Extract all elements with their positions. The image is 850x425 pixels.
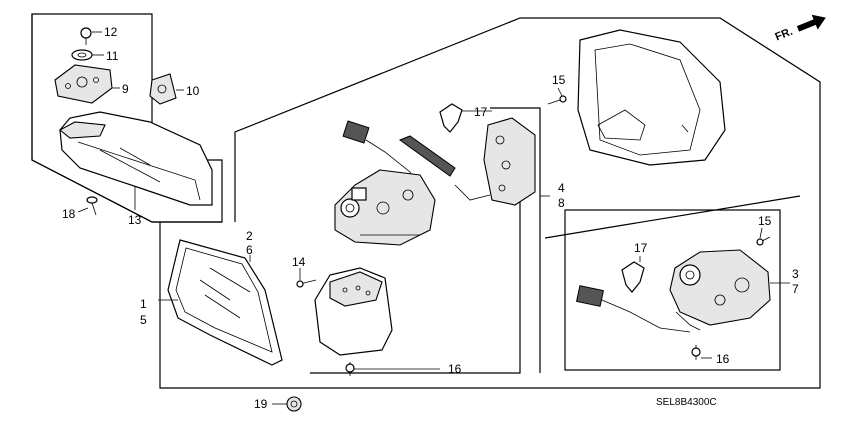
cover-10	[149, 73, 177, 105]
screw-18	[86, 196, 98, 216]
callout-10: 10	[186, 84, 200, 98]
leader-15-inset	[759, 227, 763, 239]
front-direction-arrow: FR.	[774, 14, 826, 44]
callout-5: 5	[140, 313, 147, 327]
grommet-tube	[398, 135, 456, 177]
callout-16-lower: 16	[448, 362, 462, 376]
power-actuator-3-7	[669, 249, 771, 331]
callout-11: 11	[106, 49, 119, 63]
callout-16-inset: 16	[716, 352, 730, 366]
power-actuator-inset-frame	[544, 195, 801, 239]
callout-2: 2	[246, 229, 253, 243]
leader-15-upper	[557, 87, 563, 97]
callout-18: 18	[62, 207, 76, 221]
screw-15-upper	[547, 95, 567, 105]
callout-6: 6	[246, 243, 253, 257]
screw-12	[80, 27, 92, 45]
actuator-4-8	[454, 117, 536, 206]
screw-16-lower	[345, 362, 355, 376]
clip-17-inset	[621, 261, 645, 293]
mirror-base-9	[54, 64, 113, 104]
housing-cap	[577, 29, 726, 166]
callout-17-inset: 17	[634, 241, 648, 255]
callout-17-upper: 17	[474, 105, 488, 119]
connector-upper	[342, 120, 421, 191]
screw-16-inset	[691, 345, 701, 360]
callout-8: 8	[558, 196, 565, 210]
callout-15-upper: 15	[552, 73, 566, 87]
callout-4: 4	[558, 181, 565, 195]
callout-15-inset: 15	[758, 214, 772, 228]
callout-19: 19	[254, 397, 268, 411]
screw-14	[296, 279, 317, 288]
actuator-group-frame	[310, 130, 521, 374]
callout-9: 9	[122, 82, 129, 96]
leader-18	[77, 207, 89, 213]
mirror-base-housing	[314, 267, 393, 356]
mirror-motor-unit	[334, 169, 436, 246]
callout-1: 1	[140, 297, 147, 311]
nut-19	[286, 396, 302, 412]
callout-3: 3	[792, 267, 799, 281]
power-actuator-inset-box	[564, 209, 781, 371]
mirror-glass-1-5	[167, 239, 283, 366]
clip-17-upper	[439, 103, 463, 133]
screw-15-inset	[756, 236, 771, 246]
outer-mirror-assembly-frame	[159, 17, 821, 389]
callout-14: 14	[292, 255, 306, 269]
washer-11	[71, 49, 93, 61]
arrow-icon	[796, 14, 826, 32]
callout-7: 7	[792, 282, 799, 296]
callout-13: 13	[128, 213, 142, 227]
callout-12: 12	[104, 25, 118, 39]
rearview-mirror-13	[59, 111, 213, 210]
diagram-code: SEL8B4300C	[656, 397, 717, 408]
connector-inset	[576, 285, 691, 333]
inner-mirror-group-frame-lines	[31, 14, 222, 223]
front-direction-label: FR.	[774, 26, 795, 44]
actuator-group-frame-top	[490, 107, 541, 373]
